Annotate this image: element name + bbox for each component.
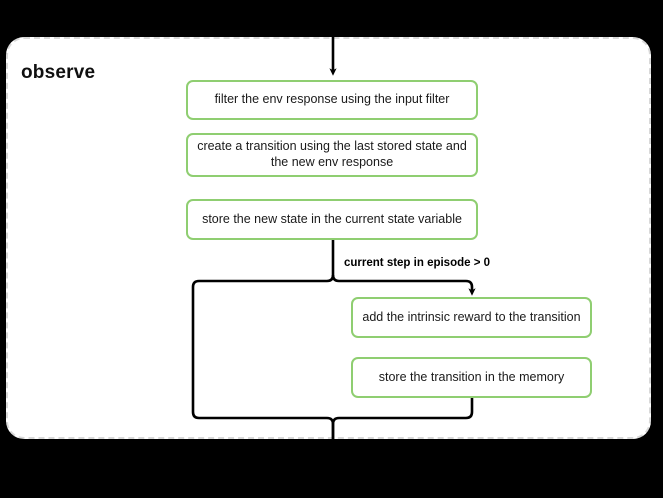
page-title: observe [21, 62, 96, 83]
node-store-state[interactable]: store the new state in the current state… [186, 199, 478, 240]
node-add-intrinsic-reward[interactable]: add the intrinsic reward to the transiti… [351, 297, 592, 338]
node-filter-label: filter the env response using the input … [214, 92, 450, 107]
node-create-transition-label: create a transition using the last store… [197, 139, 467, 169]
node-store-state-label: store the new state in the current state… [202, 211, 462, 226]
node-store-transition-memory[interactable]: store the transition in the memory [351, 357, 592, 398]
node-filter[interactable]: filter the env response using the input … [186, 80, 478, 120]
node-create-transition[interactable]: create a transition using the last store… [186, 133, 478, 177]
branch-condition-label: current step in episode > 0 [344, 257, 491, 269]
node-store-transition-memory-label: store the transition in the memory [378, 369, 565, 384]
node-add-intrinsic-reward-label: add the intrinsic reward to the transiti… [362, 309, 581, 324]
